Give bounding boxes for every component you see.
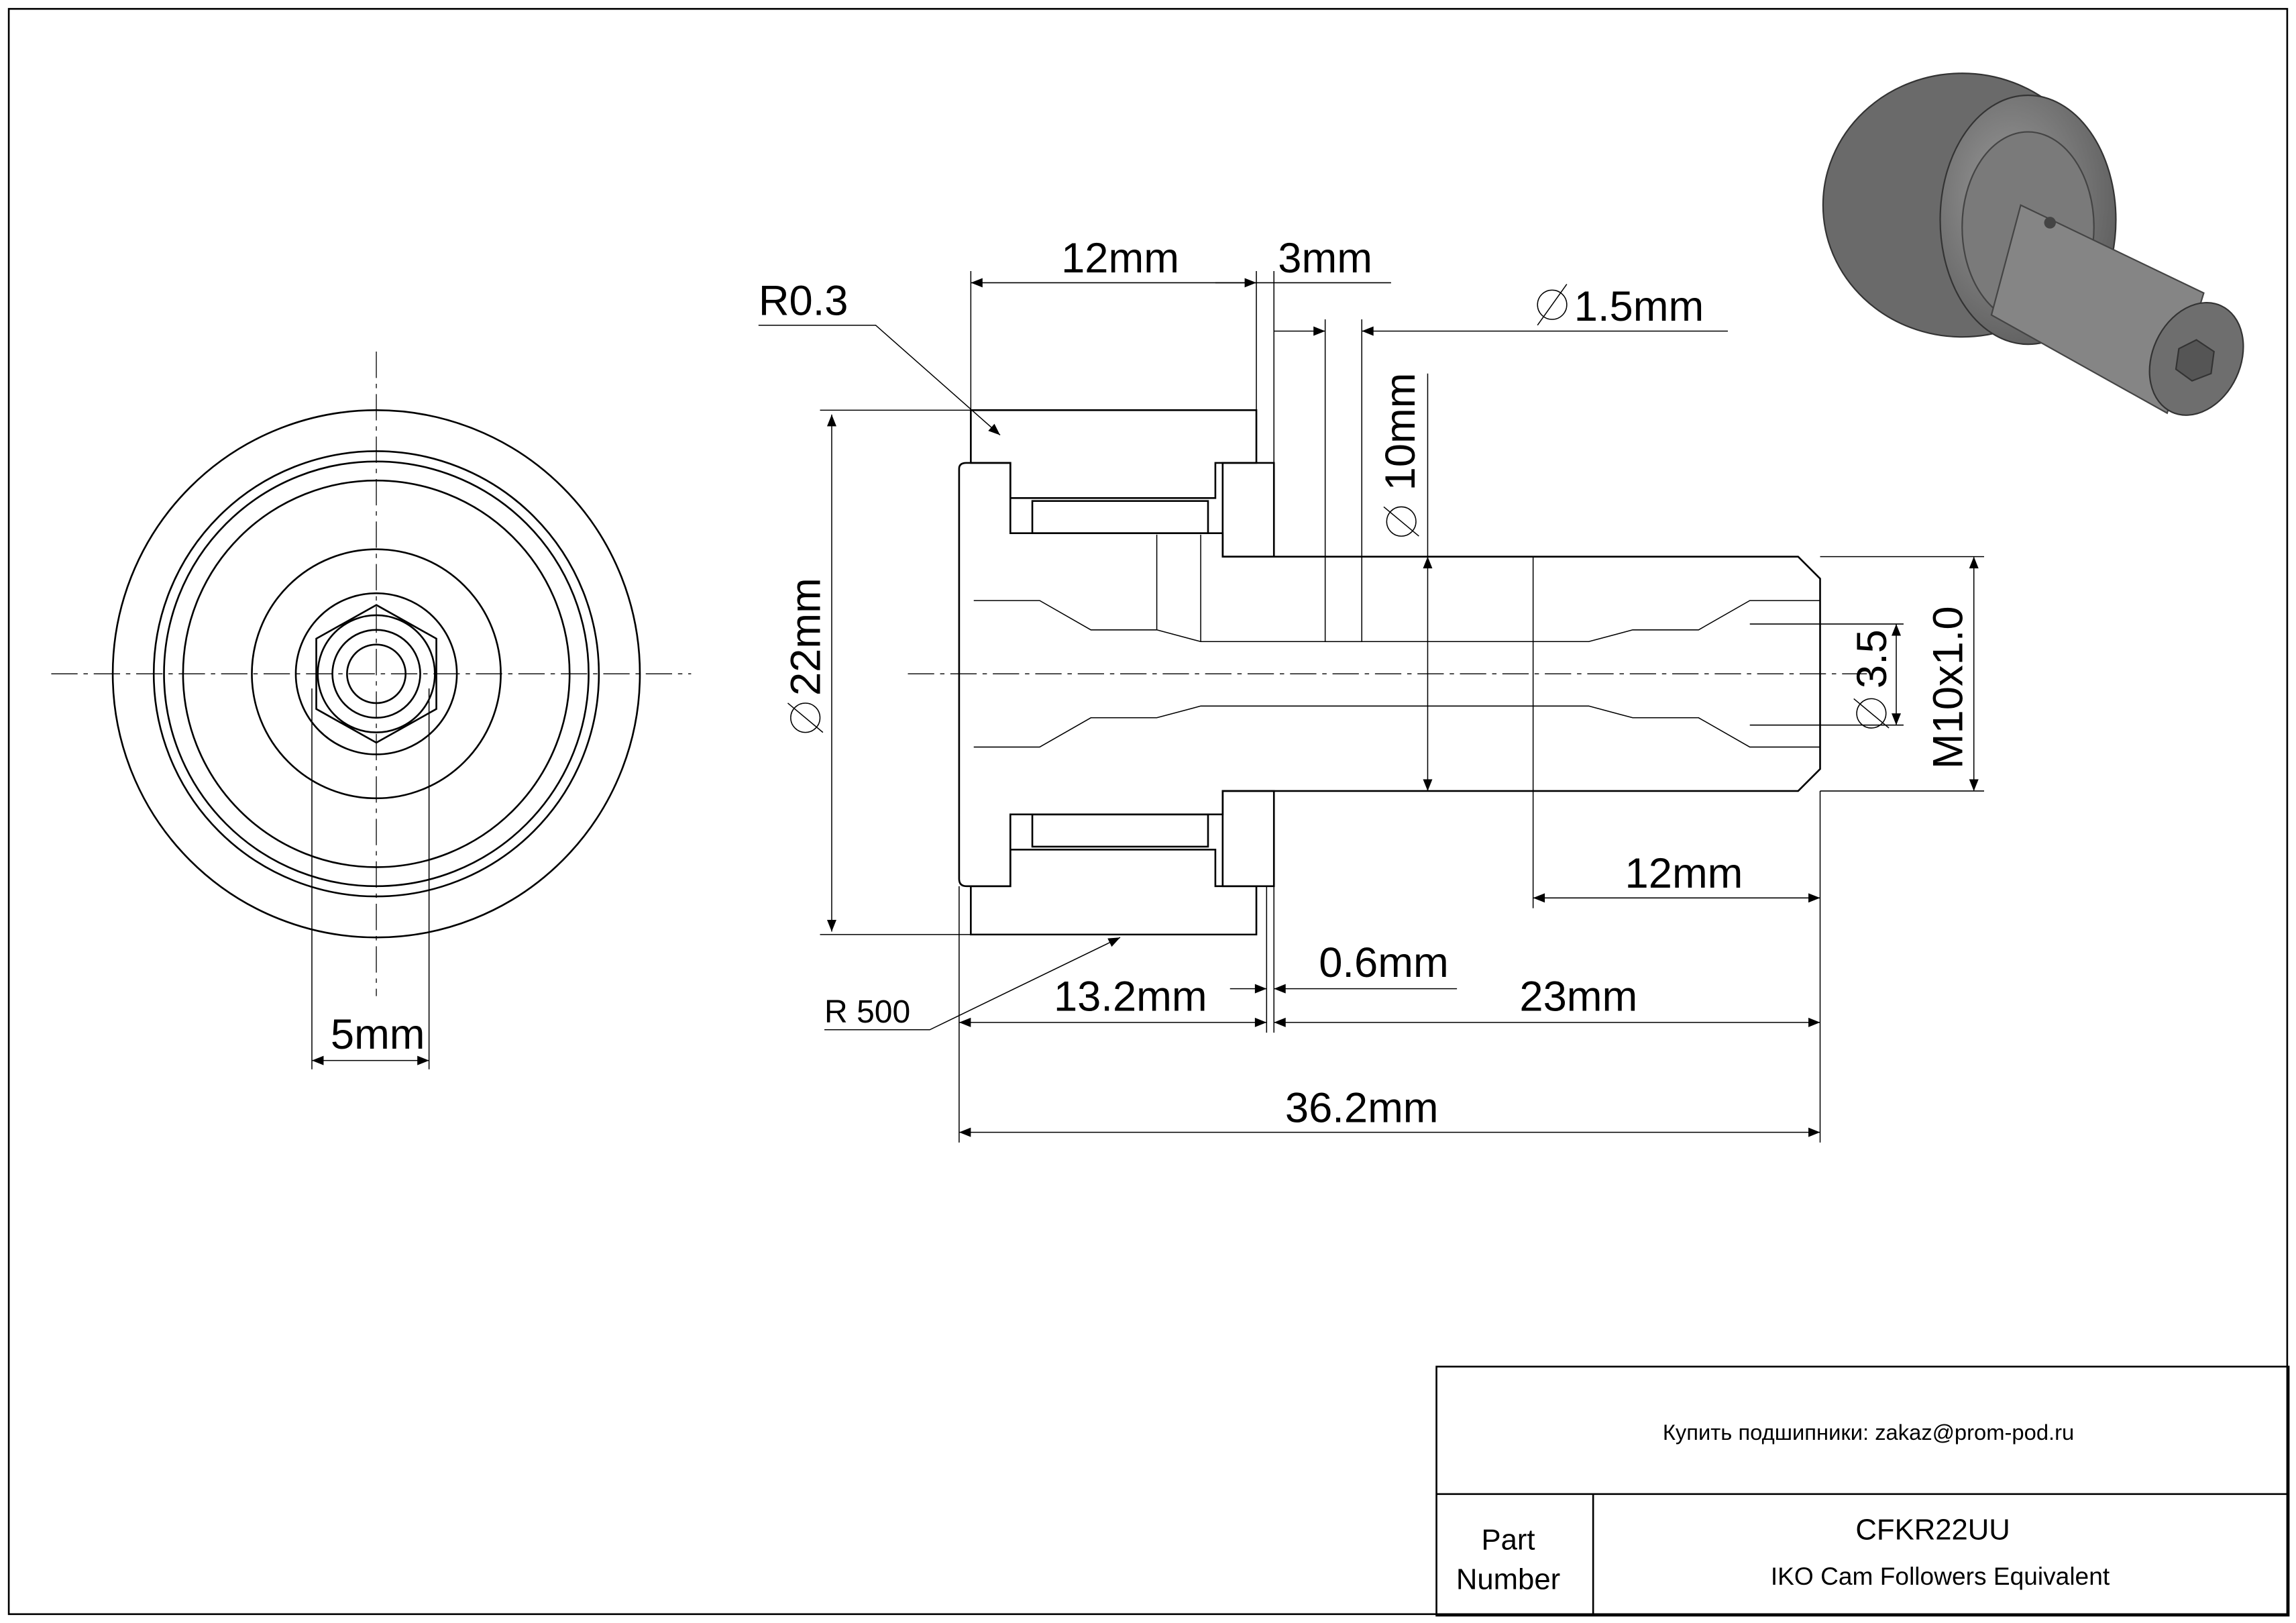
dim-hex-size: 5mm: [331, 1011, 425, 1058]
part-description: IKO Cam Followers Equivalent: [1771, 1562, 2110, 1590]
dim-radius-500: R 500: [824, 994, 910, 1030]
dim-thread: M10x1.0: [1924, 606, 1971, 769]
dim-gap-06: 0.6mm: [1319, 939, 1448, 986]
dim-thread-len: 12mm: [1625, 850, 1743, 897]
diameter-icon: [1383, 506, 1419, 537]
number-label: Number: [1456, 1563, 1560, 1596]
dim-head-len: 13.2mm: [1054, 973, 1207, 1020]
dim-hex-dia: 3.5: [1849, 629, 1896, 688]
dim-gap-3: 3mm: [1278, 235, 1372, 282]
diameter-icon: [1853, 698, 1890, 729]
3d-render: [1822, 72, 2244, 416]
dim-ring-width: 12mm: [1061, 235, 1179, 282]
dim-radius-03: R0.3: [759, 277, 849, 324]
diameter-icon: [1537, 284, 1568, 326]
front-view: 5mm: [51, 352, 692, 1069]
dim-shaft-dia: 10mm: [1377, 373, 1424, 491]
diameter-icon: [787, 702, 824, 733]
part-label: Part: [1481, 1524, 1535, 1557]
dim-hole-dia: 1.5mm: [1574, 283, 1704, 330]
dim-outer-dia: 22mm: [783, 578, 830, 696]
section-view: 12mm 3mm 1.5mm 10mm 22mm M10x1.0 3.5 12m…: [758, 235, 1985, 1143]
contact-text: Купить подшипники: zakaz@prom-pod.ru: [1663, 1420, 2074, 1445]
title-block: Купить подшипники: zakaz@prom-pod.ru Par…: [1435, 1365, 2290, 1617]
dim-stud-len: 23mm: [1519, 973, 1637, 1020]
dim-total-len: 36.2mm: [1285, 1084, 1439, 1131]
part-number: CFKR22UU: [1855, 1513, 2010, 1546]
sheet-border: [7, 7, 2289, 1616]
